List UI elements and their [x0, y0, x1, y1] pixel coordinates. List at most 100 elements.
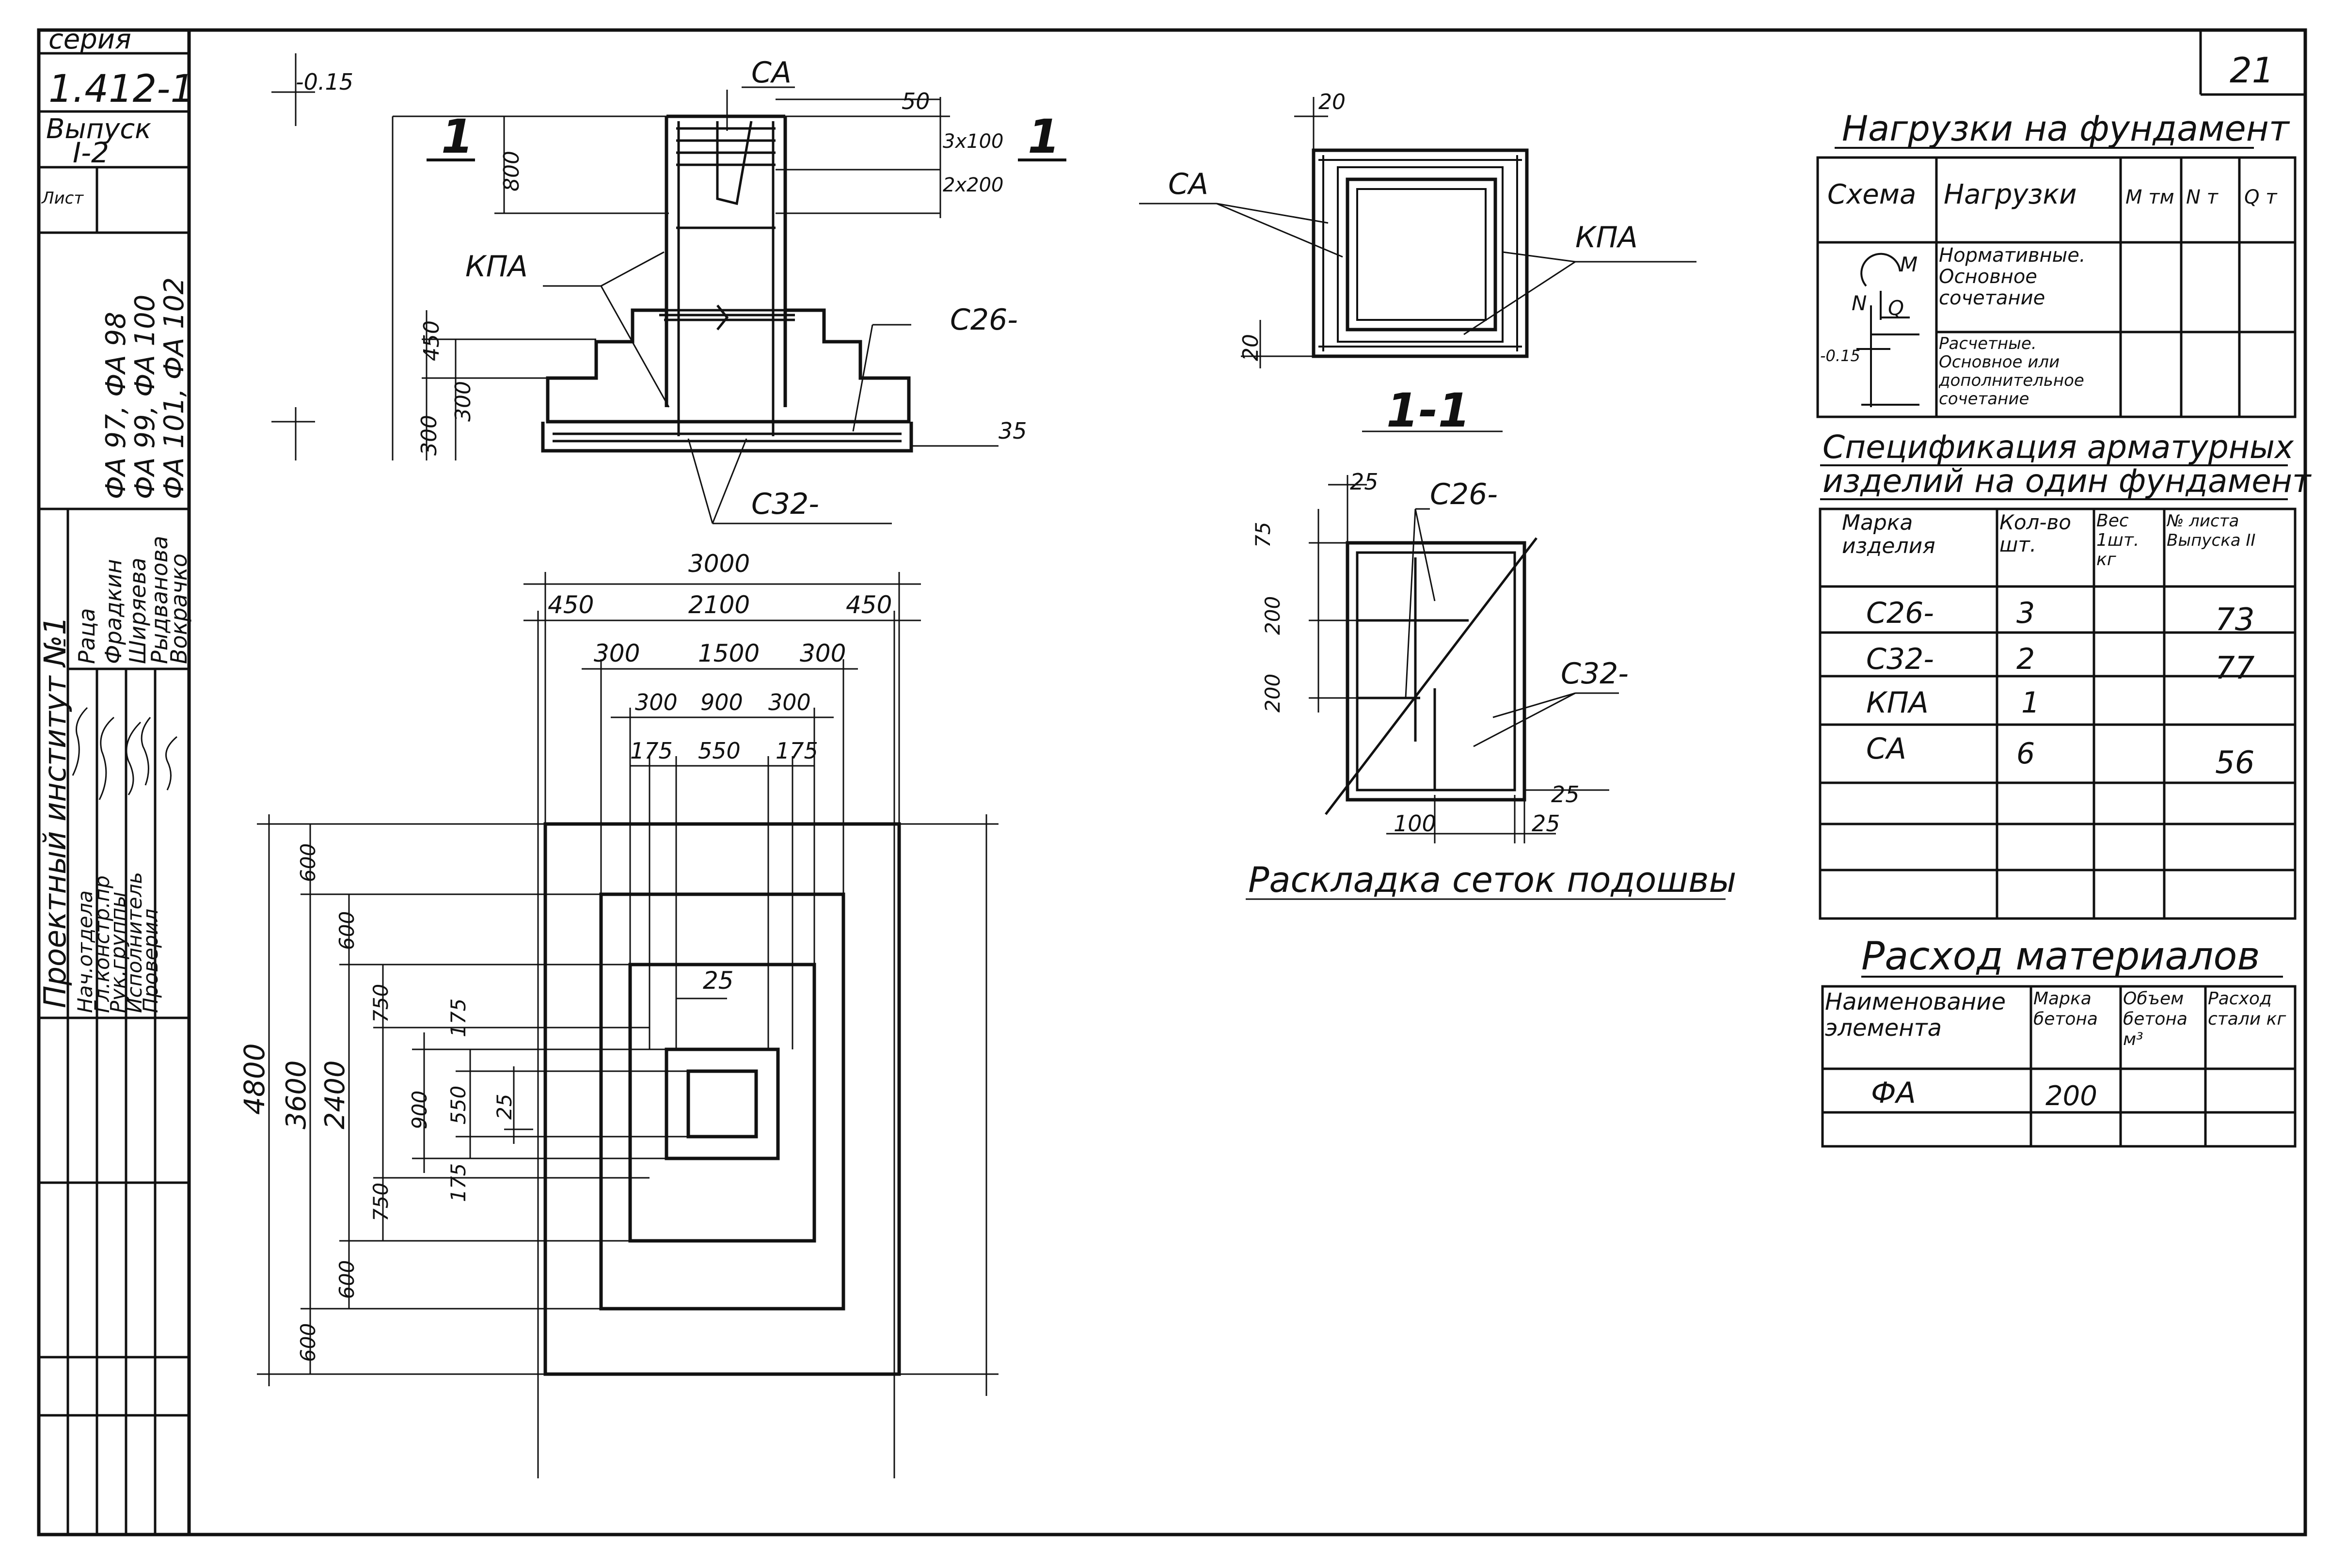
column-section: 20 20 СА КПА 1-1 [1139, 90, 1696, 438]
spec-row: С32- 2 77 [1866, 642, 2255, 686]
plan-dim-900: 900 [700, 689, 743, 715]
section-mark-kpa: КПА [1575, 221, 1638, 254]
level-label: -0.15 [296, 69, 353, 95]
elev-dim-35: 35 [999, 418, 1027, 444]
foundation-elevation: -0.15 СА 50 3x100 2x200 1 1 800 450 300 … [271, 53, 1066, 524]
plan-dim-900v: 900 [408, 1091, 431, 1129]
spec-header-sheet: № листа Выпуска II [2167, 511, 2256, 550]
plan-dim-2400: 2400 [319, 1060, 351, 1129]
loads-header-loads: Нагрузки [1944, 179, 2077, 210]
loads-title: Нагрузки на фундамент [1842, 108, 2290, 149]
loads-header-m: M тм [2125, 186, 2174, 208]
section-mark-right: 1 [1028, 110, 1060, 164]
spec-cell: 1 [2021, 686, 2040, 720]
plan-dim-3000: 3000 [688, 550, 750, 578]
materials-row: ФА 200 [1871, 1076, 2097, 1112]
loads-row2: Расчетные. Основное или дополнительное с… [1939, 334, 2084, 409]
issue-label: Выпуск [46, 113, 151, 145]
spec-header-qty: Кол-во шт. [1999, 511, 2071, 556]
mesh-mark-c32: С32- [1561, 657, 1629, 691]
loads-header-scheme: Схема [1827, 179, 1916, 210]
loads-header-q: Q т [2244, 186, 2278, 208]
mesh-dim-75: 75 [1251, 522, 1275, 548]
plan-dim-4800: 4800 [238, 1043, 271, 1115]
spec-cell: КПА [1866, 686, 1929, 720]
mesh-dim-25a: 25 [1350, 469, 1379, 495]
elev-mark-ca: СА [751, 56, 792, 90]
mesh-dim-200a: 200 [1261, 596, 1284, 635]
elev-dim-300b: 300 [417, 415, 442, 456]
section-mark-ca: СА [1168, 167, 1208, 201]
section-dim-20b: 20 [1238, 334, 1263, 361]
scheme-label-q: Q [1888, 296, 1904, 320]
role-3: Исполнитель [123, 872, 146, 1013]
roles-column: Нач.отдела Гл.констр.пр Рук.группы Испол… [73, 872, 162, 1013]
plan-dim-25v: 25 [492, 1094, 516, 1120]
sheet-number: 21 [2230, 50, 2274, 91]
scheme-label-n: N [1852, 291, 1867, 315]
spec-cell: 3 [2016, 596, 2035, 630]
loads-header-n: N т [2186, 186, 2219, 208]
plan-dim-600b: 600 [335, 911, 359, 950]
spec-cell: 2 [2016, 642, 2035, 676]
section-mark-left: 1 [441, 110, 474, 164]
plan-dim-600c: 600 [335, 1260, 359, 1299]
spec-cell: 77 [2215, 650, 2255, 686]
spec-header-weight: Вес 1шт. кг [2096, 511, 2140, 570]
mesh-mark-c26: С26- [1430, 477, 1498, 511]
name-0: Раца [74, 608, 100, 664]
elev-mark-c26: С26- [950, 303, 1018, 337]
mesh-dim-100: 100 [1394, 810, 1436, 837]
title-block: серия 1.412-1 Выпуск I-2 Лист ФА 97, ФА … [37, 24, 194, 1535]
plan-dim-600d: 600 [296, 1323, 320, 1362]
spec-title-2: изделий на один фундамент [1823, 462, 2312, 500]
plan-dim-550: 550 [698, 738, 741, 764]
spec-cell: СА [1866, 732, 1906, 766]
mesh-caption: Раскладка сеток подошвы [1248, 859, 1736, 900]
materials-header-steel: Расход стали кг [2208, 989, 2286, 1029]
materials-header-grade: Марка бетона [2033, 989, 2098, 1029]
institute-text: Проектный институт №1 [37, 616, 73, 1008]
role-1: Гл.констр.пр [90, 875, 114, 1013]
spec-title-1: Спецификация арматурных [1823, 428, 2294, 466]
plan-dim-300l: 300 [594, 639, 640, 667]
issue-number: I-2 [73, 136, 109, 169]
series-label: серия [48, 24, 131, 55]
name-4: Вокрачко [166, 554, 192, 664]
spec-row: СА 6 56 [1866, 732, 2254, 781]
marks-line2: ФА 99, ФА 100 [129, 295, 161, 499]
elev-dim-300a: 300 [451, 381, 476, 422]
section-dim-20a: 20 [1318, 90, 1346, 114]
role-2: Рук.группы [106, 891, 130, 1013]
spec-row: КПА 1 [1866, 686, 2040, 720]
plan-dim-175a: 175 [446, 998, 470, 1037]
elev-dim-2x200: 2x200 [943, 174, 1003, 196]
mesh-dim-200b: 200 [1261, 674, 1284, 713]
materials-table: Расход материалов Наименование элемента … [1821, 934, 2297, 1148]
marks-line1: ФА 97, ФА 98 [100, 312, 132, 499]
elev-dim-450: 450 [419, 320, 444, 361]
section-title: 1-1 [1386, 383, 1470, 438]
materials-cell: 200 [2045, 1080, 2097, 1112]
plan-dim-3600: 3600 [281, 1060, 312, 1129]
name-3: Рыдванова [146, 536, 173, 664]
marks-list: ФА 97, ФА 98 ФА 99, ФА 100 ФА 101, ФА 10… [100, 277, 190, 499]
plan-dim-450l: 450 [548, 591, 594, 619]
marks-line3: ФА 101, ФА 102 [159, 277, 190, 499]
spec-header-mark: Марка изделия [1842, 511, 1935, 558]
spec-table: Спецификация арматурных изделий на один … [1819, 428, 2312, 920]
plan-dim-1500: 1500 [698, 639, 760, 667]
elev-dim-50: 50 [902, 88, 930, 114]
spec-cell: С32- [1866, 642, 1934, 676]
names-column: Раца Фрадкин Ширяева Рыдванова Вокрачко [74, 536, 192, 664]
scheme-label-level: -0.15 [1820, 347, 1860, 365]
plan-dim-175b: 175 [446, 1163, 470, 1202]
plan-dim-175l: 175 [630, 738, 673, 764]
name-1: Фрадкин [100, 559, 127, 664]
scheme-label-m: M [1900, 253, 1918, 276]
mesh-dim-25b: 25 [1532, 810, 1560, 837]
plan-dim-300r: 300 [800, 639, 846, 667]
plan-dim-600a: 600 [296, 843, 320, 882]
name-2: Ширяева [125, 557, 151, 664]
